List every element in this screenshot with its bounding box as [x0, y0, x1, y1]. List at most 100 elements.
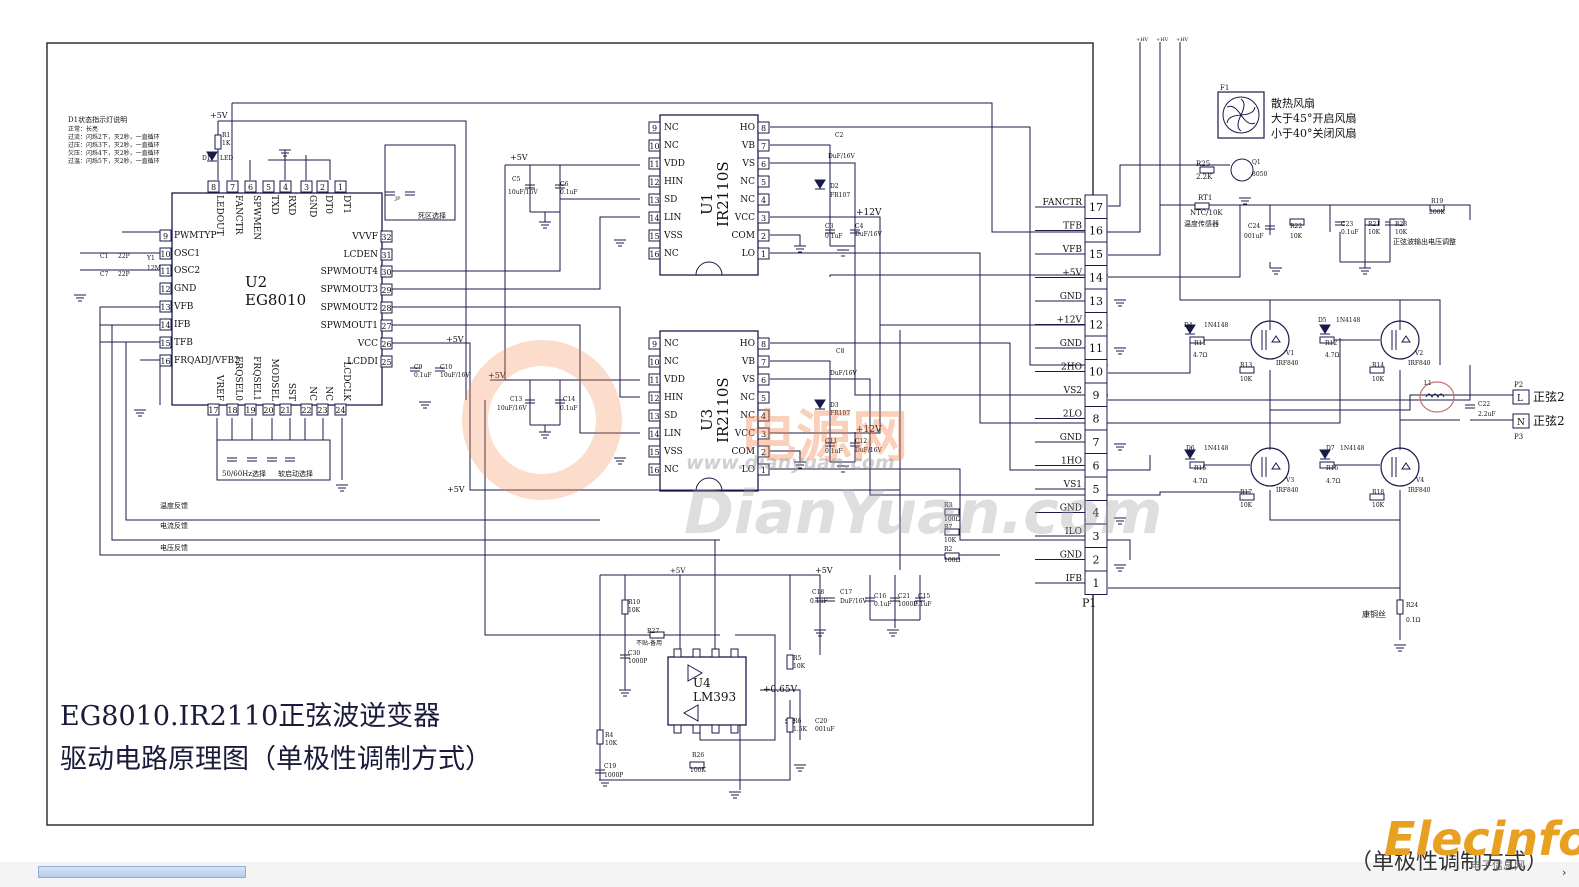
label-r12v: 4.7Ω: [1325, 352, 1340, 359]
u2-top-pin-8-box: [207, 180, 220, 193]
fan-note-1: 大于45°开启风扇: [1271, 111, 1357, 125]
capacitor-icon-15: [620, 654, 630, 659]
u1-ir2110-chip-part: IR2110S: [714, 161, 732, 227]
u3-ir2110-chip-right-pin-7-box: [757, 355, 770, 368]
capacitor-icon-26: [267, 457, 277, 462]
label-5v-u1: +5V: [510, 153, 528, 162]
label-r24v: 0.1Ω: [1406, 617, 1421, 624]
u2-left-pin-9-box: [159, 229, 172, 242]
label-q1: Q1: [1252, 159, 1261, 166]
elecinfo-logo-sub: 电子信息网: [1470, 859, 1525, 872]
label-c20v: 001uF: [815, 726, 834, 733]
label-d6: D6: [1186, 445, 1195, 452]
u2-right-pin-name-32: VVVF: [351, 232, 378, 242]
mosfet-symbol: [1261, 330, 1281, 350]
u2-bottom-pin-name-18: FRQSEL0: [233, 356, 243, 401]
label-d3v: FR107: [830, 410, 850, 417]
u1-ir2110-chip-left-pin-15-box: [648, 229, 661, 242]
resistor-icon-0: [214, 134, 222, 150]
label-r10v: 10K: [628, 607, 641, 614]
label-c21v: 1000P: [898, 601, 917, 608]
u2-bottom-pin-17-num: 17: [208, 406, 218, 415]
u2-top-pin-name-1: DT1: [341, 195, 351, 214]
u3-ir2110-chip-right-pin-name-6: VS: [741, 375, 755, 385]
capacitor-icon-11: [890, 597, 900, 602]
u2-top-pin-1-box: [334, 180, 347, 193]
resistor-icon-14: [1189, 461, 1205, 469]
u2-left-pin-12-box: [159, 282, 172, 295]
label-r4v: 10K: [605, 740, 618, 747]
horizontal-scroll-track[interactable]: [0, 862, 1579, 887]
label-5v-lm393b: +5V: [670, 567, 686, 575]
u2-bottom-pin-name-19: FRQSEL1: [251, 356, 261, 401]
fan-blade: [1226, 105, 1242, 116]
label-q1v: 8050: [1252, 171, 1267, 178]
u2-right-pin-28-num: 28: [381, 304, 391, 313]
horizontal-scrollbar-thumb[interactable]: [38, 866, 246, 878]
u2-bottom-pin-22-num: 22: [301, 406, 311, 415]
label-c6: C6: [560, 181, 569, 188]
u1-ir2110-chip-right-pin-3-num: 3: [761, 214, 766, 223]
ground-icon-27: [599, 779, 611, 787]
u2-bottom-pin-name-20: MODSEL: [269, 358, 279, 401]
u4-ref: U4: [693, 676, 711, 690]
u2-bottom-pin-22-box: [300, 403, 313, 416]
resistor-icon-5: [786, 717, 794, 733]
capacitor-icon-23: [405, 191, 415, 196]
label-c8v: DuF/16V: [830, 370, 857, 377]
u2-right-pin-32-num: 32: [381, 233, 391, 242]
label-r25: R25: [1196, 160, 1210, 168]
fan-note-0: 散热风扇: [1271, 96, 1315, 110]
output-n-label: 正弦2: [1533, 413, 1565, 428]
label-c20: C20: [815, 718, 827, 725]
p1-pin-name-1: IFB: [1066, 574, 1083, 584]
u3-ir2110-chip-left-pin-name-16: NC: [664, 465, 679, 475]
fan-blade: [1240, 98, 1245, 116]
u3-ir2110-chip-left-pin-13-box: [648, 409, 661, 422]
label-r12: R12: [1325, 340, 1337, 347]
u2-left-pin-14-num: 14: [160, 321, 170, 330]
u2-top-pin-3-num: 3: [304, 183, 309, 192]
scroll-right-arrow-icon[interactable]: ›: [1562, 866, 1567, 879]
u2-top-pin-3-box: [300, 180, 313, 193]
label-r24d: 康铜丝: [1362, 609, 1386, 619]
u1-ir2110-chip-right-pin-8-num: 8: [761, 124, 766, 133]
u3-ir2110-chip-right-pin-5-box: [757, 391, 770, 404]
u2-bottom-pin-24-num: 24: [335, 406, 345, 415]
p1-pin-num-9: 9: [1093, 389, 1100, 402]
label-c8: C8: [836, 348, 845, 355]
label-rt1v: NTC/10K: [1190, 209, 1223, 217]
u2-right-pin-29-num: 29: [381, 286, 391, 295]
u4-top-pin-7: [692, 648, 701, 658]
mosfet-body: [1380, 447, 1420, 487]
label-c5: C5: [512, 176, 521, 183]
mosfet-body: [1250, 447, 1290, 487]
output-l-label: 正弦2: [1533, 389, 1565, 404]
label-c17: C17: [840, 589, 852, 596]
mosfet-v2: [1380, 320, 1420, 360]
label-065v: +0.65V: [763, 685, 798, 695]
watermark-logo: [462, 340, 622, 500]
label-v1: V1: [1285, 350, 1294, 357]
u2-left-pin-name-9: PWMTYP: [174, 231, 217, 241]
label-c16v: 0.1uF: [874, 601, 892, 608]
label-c6v: 0.1uF: [560, 189, 578, 196]
mosfet-body: [1250, 320, 1290, 360]
u2-left-pin-15-num: 15: [160, 339, 170, 348]
resistor-icon-18: [1239, 493, 1255, 501]
u2-right-pin-25-box: [380, 355, 393, 368]
label-c22: C22: [1478, 401, 1490, 408]
fan-blade: [1226, 114, 1242, 124]
label-d4: D4: [1184, 322, 1193, 329]
label-c12: C12: [855, 438, 867, 445]
mosfet-symbol: [1261, 457, 1281, 477]
p1-pin-name-17: FANCTR: [1042, 198, 1082, 208]
u3-ir2110-chip-left-pin-16-box: [648, 463, 661, 476]
u2-top-pin-2-num: 2: [320, 183, 325, 192]
ground-icon-5: [419, 401, 431, 409]
u2-bottom-pin-24-box: [334, 403, 347, 416]
u1-ir2110-chip-right-pin-8-box: [757, 121, 770, 134]
ground-icon-7: [614, 457, 626, 465]
wiring: [80, 42, 1515, 790]
